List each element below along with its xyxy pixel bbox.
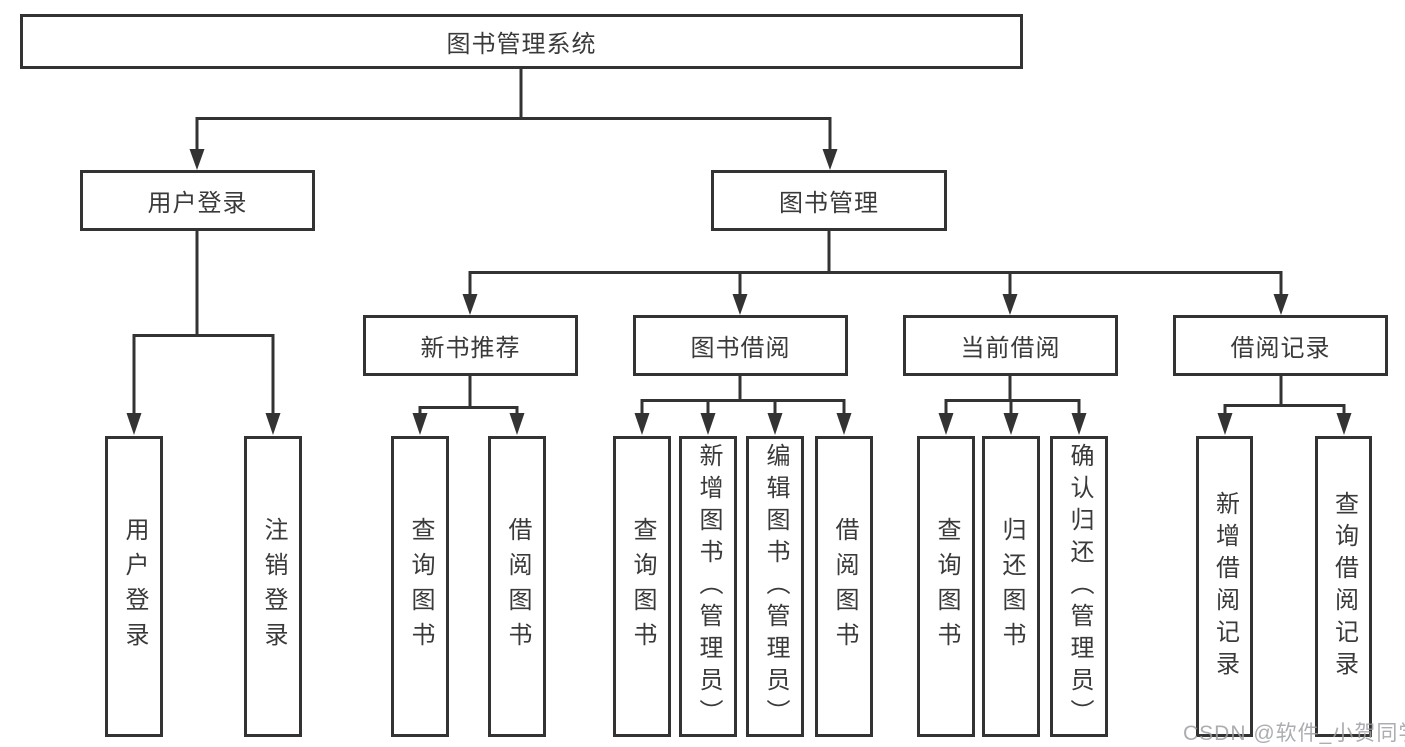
- leaf-confirm-return-admin: 确认归还（管理员）: [1050, 436, 1108, 737]
- leaf-label: 新增借阅记录: [1211, 490, 1239, 683]
- node-label: 新书推荐: [420, 335, 521, 362]
- arrowhead-down-icons: [126, 149, 1352, 435]
- leaf-add-borrow-record: 新增借阅记录: [1196, 436, 1253, 737]
- node-current-borrow: 当前借阅: [903, 315, 1118, 376]
- node-book-management: 图书管理: [711, 170, 947, 231]
- node-label: 图书借阅: [690, 335, 791, 362]
- node-user-login: 用户登录: [80, 170, 315, 231]
- leaf-label: 借阅图书: [831, 516, 858, 657]
- node-label: 借阅记录: [1230, 335, 1331, 362]
- leaf-label: 查询图书: [933, 516, 960, 657]
- leaf-query-book-recommend: 查询图书: [391, 436, 449, 737]
- leaf-label: 编辑图书（管理员）: [762, 442, 789, 731]
- leaf-label: 确认归还（管理员）: [1066, 442, 1093, 731]
- node-new-book-recommend: 新书推荐: [363, 315, 578, 376]
- leaf-borrow-book-recommend: 借阅图书: [488, 436, 546, 737]
- leaf-label: 查询图书: [629, 516, 656, 657]
- node-label: 图书管理: [779, 190, 879, 217]
- leaf-add-book-admin: 新增图书（管理员）: [679, 436, 737, 737]
- leaf-label: 归还图书: [998, 516, 1025, 657]
- leaf-label: 用户登录: [121, 516, 148, 657]
- leaf-label: 查询借阅记录: [1330, 490, 1358, 683]
- leaf-label: 查询图书: [407, 516, 434, 657]
- leaf-label: 注销登录: [260, 516, 287, 657]
- leaf-return-book: 归还图书: [982, 436, 1040, 737]
- node-library-management-system: 图书管理系统: [20, 14, 1023, 69]
- node-label: 当前借阅: [960, 335, 1061, 362]
- csdn-watermark: CSDN @软件_小贺同学: [1183, 722, 1405, 745]
- leaf-edit-book-admin: 编辑图书（管理员）: [746, 436, 804, 737]
- node-book-borrow: 图书借阅: [633, 315, 848, 376]
- leaf-logout: 注销登录: [244, 436, 302, 737]
- node-label: 用户登录: [147, 190, 248, 217]
- leaf-query-book-borrow: 查询图书: [613, 436, 671, 737]
- node-borrow-record: 借阅记录: [1173, 315, 1388, 376]
- leaf-label: 新增图书（管理员）: [695, 442, 722, 731]
- leaf-borrow-book: 借阅图书: [815, 436, 873, 737]
- node-label: 图书管理系统: [446, 31, 597, 58]
- leaf-query-book-current: 查询图书: [917, 436, 975, 737]
- leaf-query-borrow-record: 查询借阅记录: [1315, 436, 1372, 737]
- leaf-user-login: 用户登录: [105, 436, 163, 737]
- leaf-label: 借阅图书: [504, 516, 531, 657]
